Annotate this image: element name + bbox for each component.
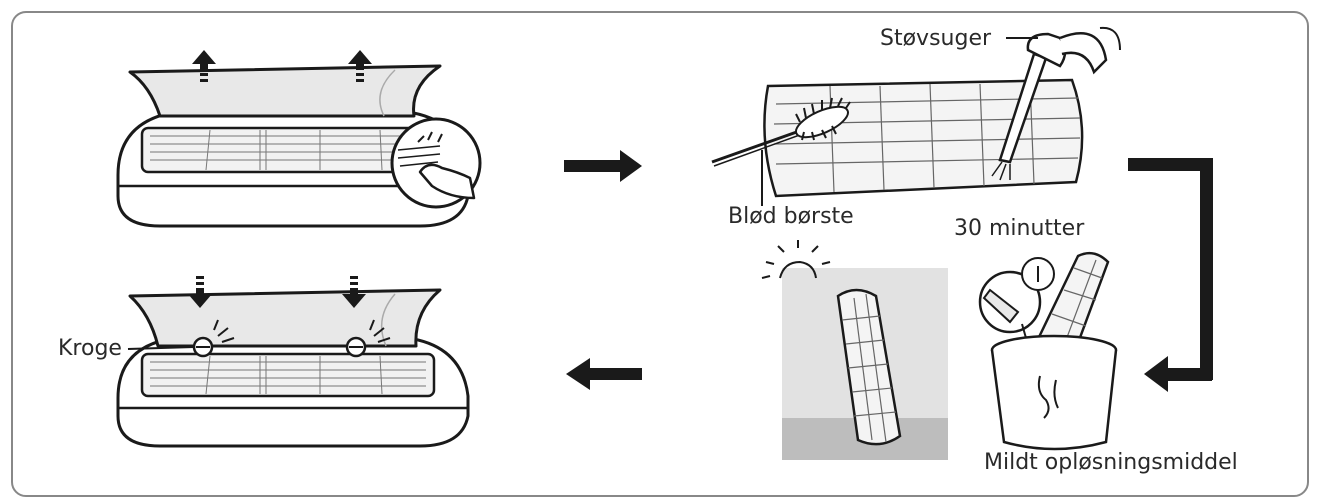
flow-arrow-left — [566, 358, 642, 390]
vacuum-nozzle-icon — [991, 26, 1121, 181]
detergent-bottle-icon — [978, 270, 1042, 334]
filter-mesh — [150, 355, 426, 395]
detergent-label: Mildt opløsningsmiddel — [984, 450, 1238, 475]
drying-illustration — [761, 240, 948, 460]
panel-attach-illustration — [116, 276, 470, 448]
panel-lift-illustration — [116, 50, 482, 228]
down-arrow-icon — [188, 276, 212, 308]
hooks-leader-line — [127, 346, 195, 350]
soaking-illustration — [978, 251, 1118, 451]
brush-label: Blød børste — [728, 204, 854, 229]
down-arrow-icon — [342, 276, 366, 308]
flow-arrow-right — [564, 150, 642, 182]
minutes-label: 30 minutter — [954, 216, 1085, 241]
vacuum-label: Støvsuger — [880, 26, 992, 51]
brush-head-icon — [795, 97, 851, 141]
up-arrow-icon — [348, 50, 372, 82]
filter-cleaning-illustration — [711, 26, 1121, 206]
hooks-label: Kroge — [58, 336, 122, 361]
bucket — [990, 349, 1118, 451]
drying-filter — [836, 288, 902, 446]
sun-icon — [761, 240, 831, 279]
hand-icon — [397, 131, 476, 200]
filter — [763, 78, 1084, 198]
filter-mesh — [150, 129, 426, 171]
brush-handle — [711, 126, 809, 164]
up-arrow-icon — [192, 50, 216, 82]
flow-arrow-elbow — [1128, 158, 1213, 392]
